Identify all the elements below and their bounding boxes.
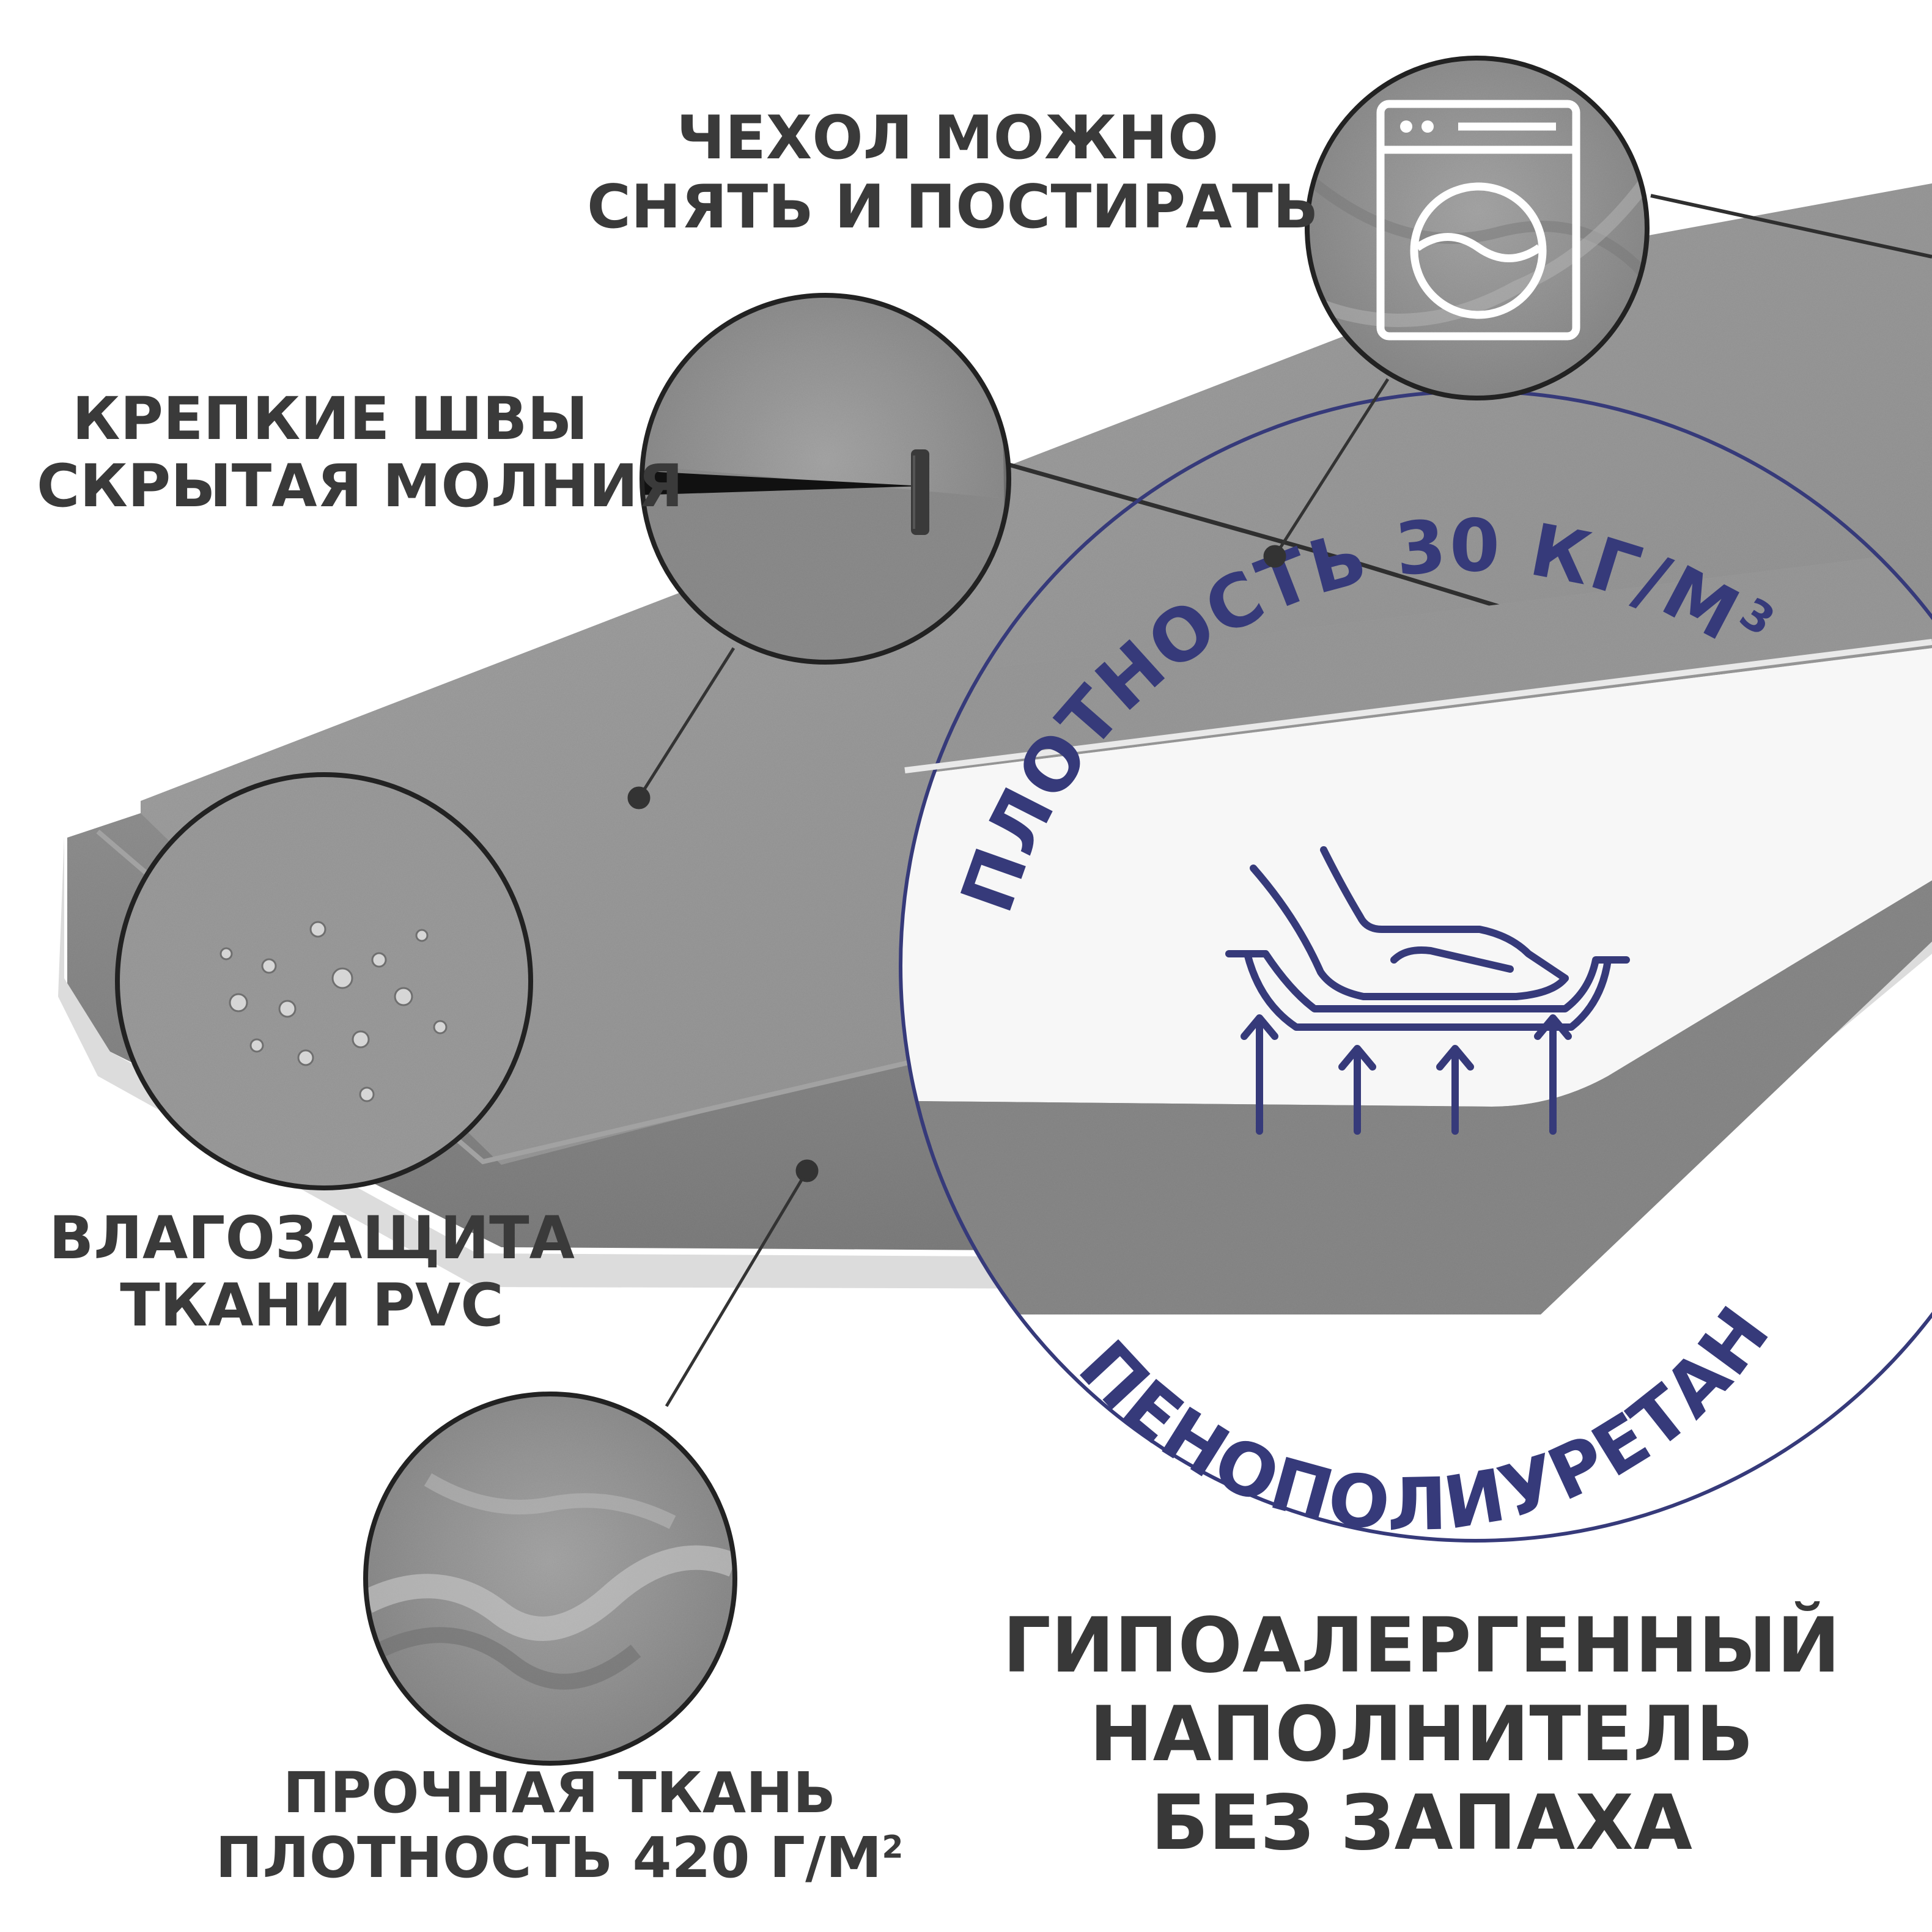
fold-seam-2 xyxy=(1650,194,1932,259)
fabric-density-label: ПРОЧНАЯ ТКАНЬ ПЛОТНОСТЬ 420 Г/М2 xyxy=(215,1760,904,1890)
foam-material-label: ПЕНОПОЛИУРЕТАН xyxy=(1063,1291,1785,1547)
zipper-detail-icon xyxy=(642,449,929,535)
water-drops-icon xyxy=(219,921,448,1102)
strong-seams-label: КРЕПКИЕ ШВЫ СКРЫТАЯ МОЛНИЯ xyxy=(37,385,684,521)
svg-text:ПЕНОПОЛИУРЕТАН: ПЕНОПОЛИУРЕТАН xyxy=(1063,1291,1786,1547)
washing-machine-detail xyxy=(1305,56,1650,400)
foam-cross-section xyxy=(901,648,1932,1107)
fabric-fold-detail xyxy=(363,1392,737,1766)
fabric-fold-icon xyxy=(366,1473,735,1690)
removable-cover-label: ЧЕХОЛ МОЖНО СНЯТЬ И ПОСТИРАТЬ xyxy=(587,103,1319,242)
hypoallergenic-filler-label: ГИПОАЛЕРГЕННЫЙ НАПОЛНИТЕЛЬ БЕЗ ЗАПАХА xyxy=(1002,1602,1841,1868)
water-drops-detail xyxy=(115,772,533,1190)
moisture-protection-label: ВЛАГОЗАЩИТА ТКАНИ PVC xyxy=(49,1204,575,1340)
hand-pressing-foam-icon xyxy=(1225,846,1630,1135)
zipper-detail xyxy=(640,293,1011,665)
washing-machine-icon xyxy=(1376,100,1580,341)
